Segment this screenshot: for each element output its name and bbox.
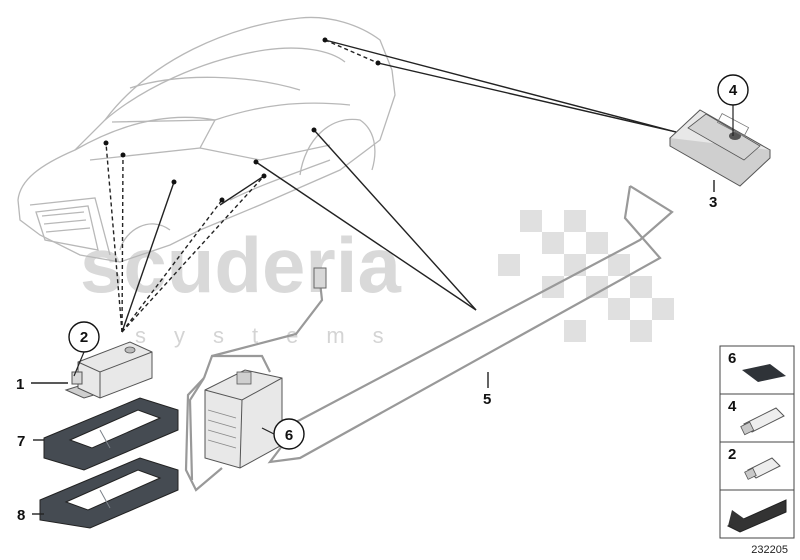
leader-dots	[103, 37, 381, 203]
callout-1: 1	[16, 376, 24, 393]
callout-3: 3	[709, 194, 717, 211]
callout-2: 2	[68, 321, 100, 353]
leader-lines	[31, 39, 715, 441]
adhesive-pad-icon	[742, 364, 786, 382]
callout-6: 6	[273, 418, 305, 450]
callout-5: 5	[483, 391, 491, 408]
watermark-checker	[498, 210, 674, 342]
arrow-left-icon	[726, 499, 787, 533]
callout-2-label: 2	[80, 329, 88, 346]
lamp-gasket-lower	[39, 457, 179, 529]
luggage-lamp	[64, 341, 153, 399]
diagram-number: 232205	[751, 544, 788, 556]
car-outline	[17, 16, 396, 263]
legend-item-1-number: 6	[728, 350, 736, 367]
callout-6-label: 6	[285, 427, 293, 444]
watermark: scuderia systems	[80, 210, 674, 348]
parts-legend: 6 4 2	[719, 345, 795, 539]
callout-7: 7	[17, 433, 25, 450]
watermark-brand: scuderia	[80, 221, 401, 309]
callout-4-label: 4	[729, 82, 738, 99]
interior-light	[669, 104, 771, 187]
lamp-gasket	[43, 397, 179, 471]
control-module	[204, 369, 283, 469]
legend-item-2-number: 4	[728, 398, 737, 415]
callout-4: 4	[717, 74, 749, 106]
legend-item-3-number: 2	[728, 446, 736, 463]
festoon-bulb-icon	[740, 407, 785, 436]
watermark-subline: systems	[135, 323, 412, 348]
festoon-bulb-small-icon	[744, 457, 781, 480]
callout-8: 8	[17, 507, 25, 524]
